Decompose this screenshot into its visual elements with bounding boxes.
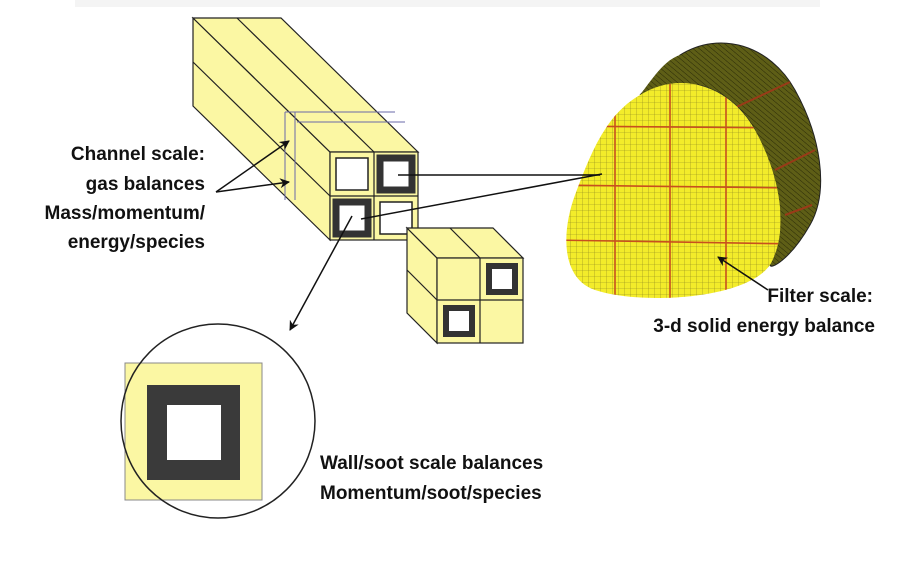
channel-scale-line4: energy/species <box>68 232 205 253</box>
wall-magnifier <box>120 323 316 519</box>
filter-scale-title: Filter scale: <box>767 286 873 307</box>
channel-scale-title: Channel scale: <box>71 144 205 165</box>
small-cube <box>405 226 525 345</box>
wall-scale-line2: Momentum/soot/species <box>320 483 542 504</box>
gas-channel-plugged <box>376 154 416 194</box>
magnifier-circle <box>120 323 316 519</box>
gas-channel-open <box>335 157 369 191</box>
filter-face <box>566 82 781 298</box>
channel-scale-line3: Mass/momentum/ <box>45 203 206 224</box>
wall-scale-title: Wall/soot scale balances <box>320 453 543 474</box>
channel-scale-label: Channel scale: gas balances Mass/momentu… <box>45 144 206 253</box>
channel-block <box>191 16 420 242</box>
filter-scale-line2: 3-d solid energy balance <box>653 316 875 337</box>
leader-lines <box>215 140 769 331</box>
channel-scale-line2: gas balances <box>86 174 205 195</box>
filter-scale-label: Filter scale: 3-d solid energy balance <box>653 286 875 337</box>
filter-monolith <box>566 42 822 298</box>
wall-scale-label: Wall/soot scale balances Momentum/soot/s… <box>320 453 543 504</box>
top-band <box>75 0 820 7</box>
